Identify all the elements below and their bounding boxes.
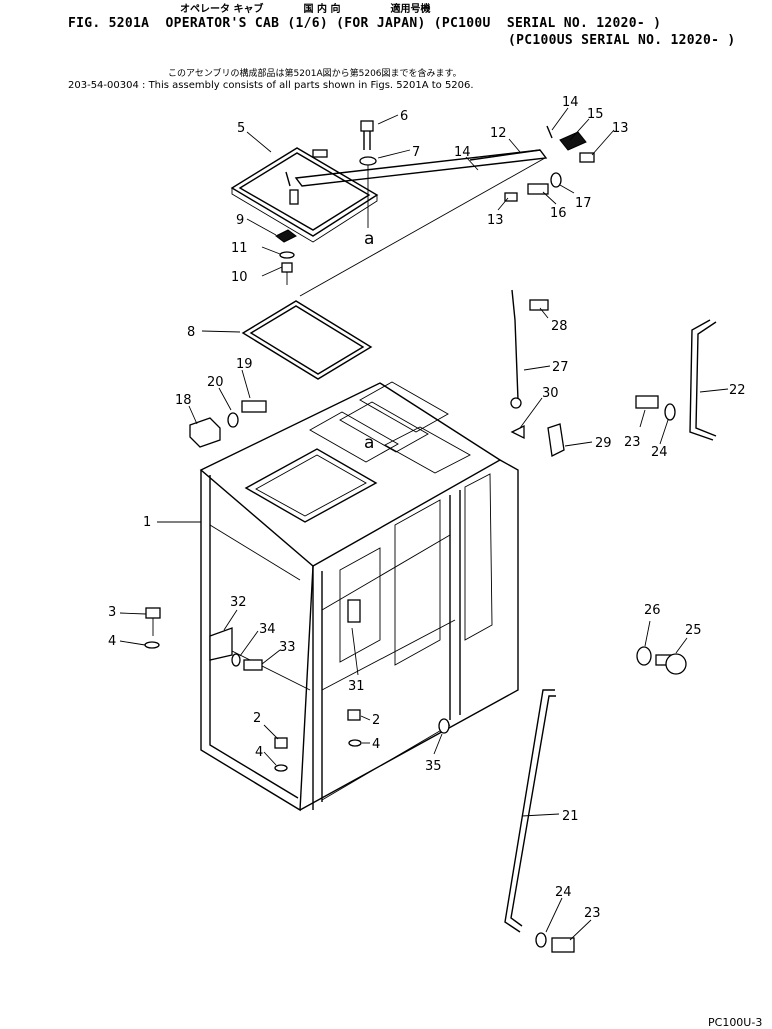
- part-22-handrail: [689, 319, 717, 441]
- part-16-bolt: [527, 183, 549, 195]
- page-code: PC100U-3: [708, 1016, 763, 1029]
- part-7-washer: [359, 156, 377, 166]
- part-32-strap: [209, 627, 233, 661]
- callout-10: 10: [231, 270, 248, 285]
- header-kana: オペレータ キャブ 国 内 向 適用号機: [180, 4, 431, 15]
- part-28-bolt: [529, 299, 549, 311]
- callout-13-b: 13: [487, 213, 504, 228]
- part-27-rod: [510, 289, 522, 409]
- callout-9: 9: [236, 213, 244, 228]
- part-19-bolt: [241, 400, 267, 413]
- leader-lines: [119, 107, 729, 941]
- callout-15: 15: [587, 107, 604, 122]
- callout-13: 13: [612, 121, 629, 136]
- part-25-knob: [655, 653, 687, 675]
- reference-mark-a-cab: a: [364, 433, 374, 453]
- callout-11: 11: [231, 241, 248, 256]
- callout-23-b: 23: [584, 906, 601, 921]
- part-15-bracket: [559, 131, 587, 151]
- part-2-bolt-b: [347, 709, 361, 721]
- part-13-pin-b: [504, 192, 518, 202]
- callout-8: 8: [187, 325, 195, 340]
- callout-27: 27: [552, 360, 569, 375]
- part-23-bolt: [635, 395, 659, 409]
- part-13-pin: [579, 152, 595, 163]
- callout-24-b: 24: [555, 885, 572, 900]
- callout-18: 18: [175, 393, 192, 408]
- callout-26: 26: [644, 603, 661, 618]
- callout-4-b: 4: [255, 745, 263, 760]
- part-29-bracket: [547, 423, 565, 457]
- part-3-bolt: [145, 607, 161, 636]
- callout-24: 24: [651, 445, 668, 460]
- part-4-washer: [144, 641, 160, 649]
- callout-12: 12: [490, 126, 507, 141]
- part-9-hinge: [275, 189, 299, 243]
- figure-title: FIG. 5201A OPERATOR'S CAB (1/6) (FOR JAP…: [68, 16, 662, 31]
- callout-25: 25: [685, 623, 702, 638]
- reference-mark-a: a: [364, 229, 374, 249]
- callout-17: 17: [575, 196, 592, 211]
- part-23-bolt-b: [551, 937, 575, 953]
- part-14-clip: [546, 125, 553, 139]
- assembly-note-en: 203-54-00304 : This assembly consists of…: [68, 80, 474, 91]
- callout-29: 29: [595, 436, 612, 451]
- part-20-washer: [227, 412, 239, 428]
- part-21-handrail: [504, 689, 556, 933]
- callout-14-b: 14: [454, 145, 471, 160]
- part-10-bolt: [281, 262, 293, 285]
- part-34-washer: [231, 653, 241, 667]
- callout-14: 14: [562, 95, 579, 110]
- part-35-clamp: [438, 718, 450, 734]
- callout-30: 30: [542, 386, 559, 401]
- part-11-washer: [279, 251, 295, 259]
- part-4-washer-b: [274, 764, 288, 772]
- callout-23: 23: [624, 435, 641, 450]
- callout-28: 28: [551, 319, 568, 334]
- callout-22: 22: [729, 383, 746, 398]
- callout-2: 2: [253, 711, 261, 726]
- serial-line-2: (PC100US SERIAL NO. 12020- ): [508, 33, 736, 48]
- callout-20: 20: [207, 375, 224, 390]
- part-26-nut: [636, 646, 652, 666]
- callout-7: 7: [412, 145, 420, 160]
- part-24-washer-b: [535, 932, 547, 948]
- callout-5: 5: [237, 121, 245, 136]
- part-14-clip-b: [285, 171, 291, 187]
- part-17-washer: [550, 172, 562, 188]
- callout-35: 35: [425, 759, 442, 774]
- part-6-bolt: [360, 120, 374, 150]
- callout-34: 34: [259, 622, 276, 637]
- callout-3: 3: [108, 605, 116, 620]
- part-18-block: [189, 417, 221, 448]
- callout-32: 32: [230, 595, 247, 610]
- part-4-washer-c: [348, 739, 362, 747]
- part-8-seal: [241, 300, 373, 380]
- part-2-bolt: [274, 737, 288, 749]
- callout-19: 19: [236, 357, 253, 372]
- callout-1: 1: [143, 515, 151, 530]
- part-30-cap: [510, 424, 525, 440]
- part-24-washer: [664, 403, 676, 421]
- callout-6: 6: [400, 109, 408, 124]
- callout-4: 4: [108, 634, 116, 649]
- callout-4-c: 4: [372, 737, 380, 752]
- callout-2-b: 2: [372, 713, 380, 728]
- callout-21: 21: [562, 809, 579, 824]
- part-33-bolt: [243, 659, 263, 671]
- part-5-roof-hatch: [230, 147, 379, 243]
- callout-16: 16: [550, 206, 567, 221]
- assembly-note-jp: このアセンブリの構成部品は第5201A図から第5206図までを含みます。: [168, 69, 462, 79]
- callout-31: 31: [348, 679, 365, 694]
- callout-33: 33: [279, 640, 296, 655]
- part-12-gas-spring: [294, 149, 548, 187]
- callout-labels: 5 6 7 8 9 10 11 12 13 13 14 14 15 16 17 …: [108, 95, 746, 921]
- part-1-cab-frame: [199, 381, 519, 812]
